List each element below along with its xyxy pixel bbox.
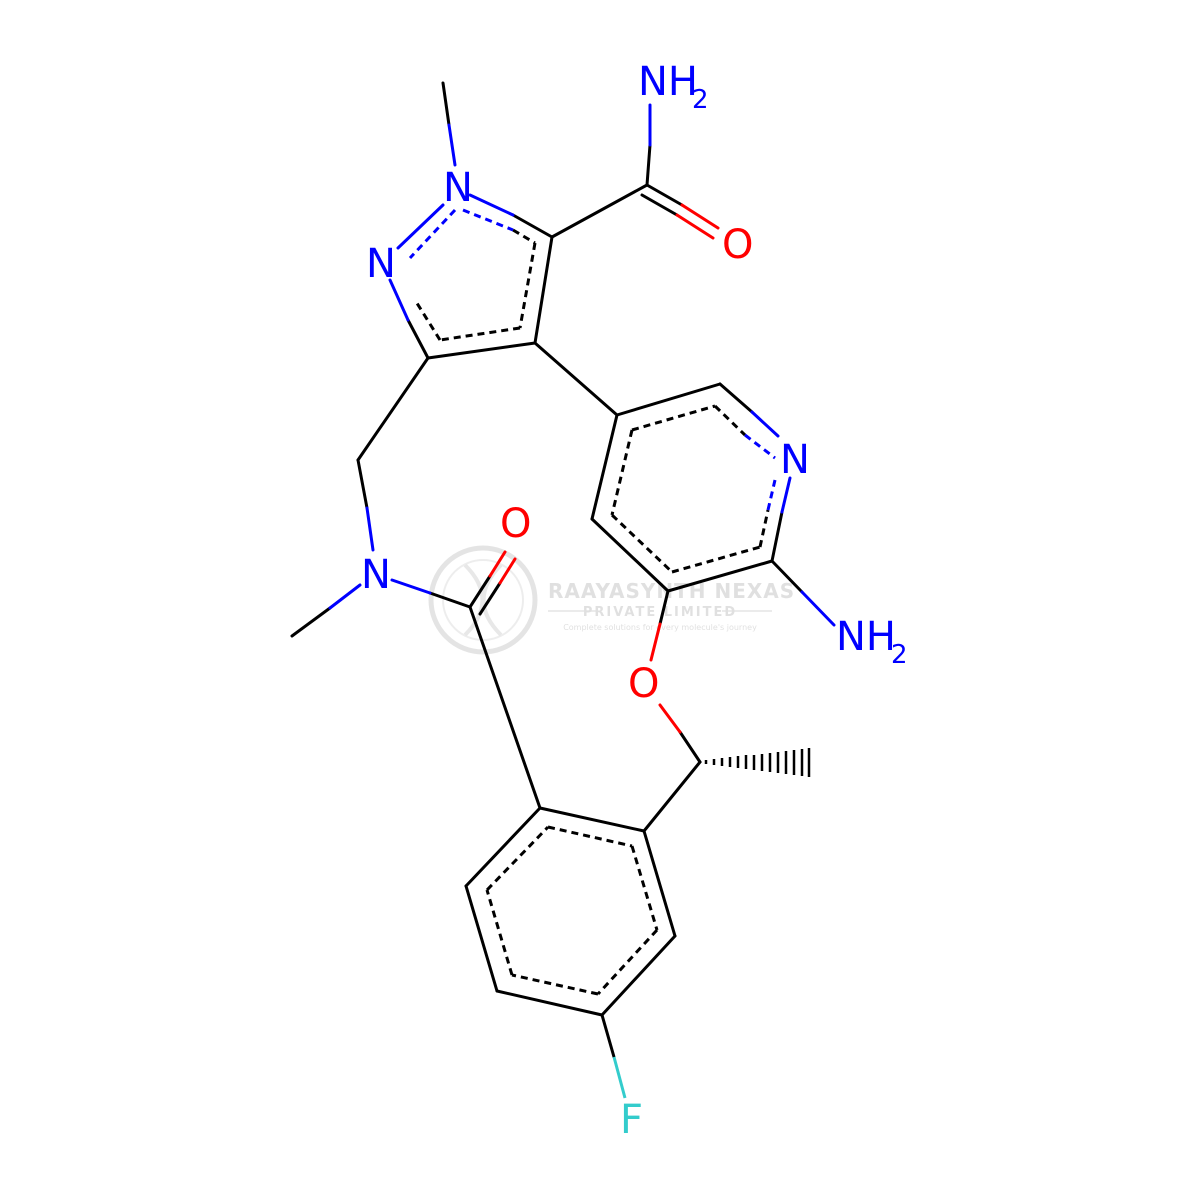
atom-pyrazole-n1: N xyxy=(443,165,473,211)
bonds-oxygen xyxy=(488,203,720,734)
atom-amine-nh2: NH 2 xyxy=(836,614,908,670)
atom-amide-nh2: NH 2 xyxy=(638,59,709,115)
svg-text:NH: NH xyxy=(638,59,698,105)
stereo-hash-wedge xyxy=(704,748,811,777)
watermark-logo-icon xyxy=(428,545,538,655)
atom-pyridine-nitrogen: N xyxy=(780,437,810,483)
bonds-nitrogen-dashed xyxy=(408,208,777,511)
bonds-aromatic-dashed xyxy=(413,228,770,996)
atom-fluorine: F xyxy=(620,1097,643,1143)
watermark: RAAYASYNTH NEXAS PRIVATE LIMITED Complet… xyxy=(428,545,794,655)
atom-lactam-nitrogen: N xyxy=(361,552,391,598)
atom-pyrazole-n2: N xyxy=(366,241,396,287)
watermark-subtitle: PRIVATE LIMITED xyxy=(583,605,737,620)
atom-ether-oxygen: O xyxy=(628,661,659,707)
atom-amide-oxygen: O xyxy=(722,222,753,268)
svg-text:NH: NH xyxy=(836,614,896,660)
bonds-carbon xyxy=(290,81,804,1059)
svg-text:2: 2 xyxy=(692,85,709,115)
atom-lactam-oxygen: O xyxy=(500,501,531,547)
bonds-nitrogen xyxy=(328,103,836,627)
bonds-fluorine xyxy=(612,1056,627,1099)
svg-text:2: 2 xyxy=(891,640,908,670)
